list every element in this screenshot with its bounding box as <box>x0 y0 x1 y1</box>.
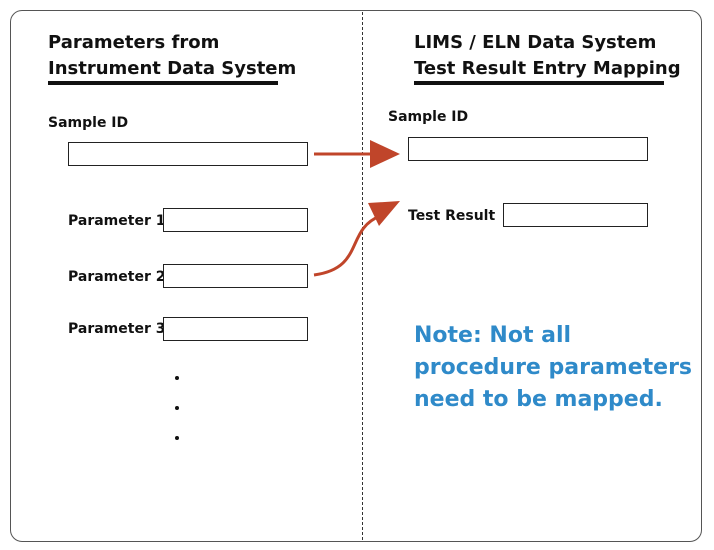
left-title-line2: Instrument Data System <box>48 58 297 79</box>
parameter-2-label: Parameter 2 <box>68 269 166 285</box>
right-title-line2: Test Result Entry Mapping <box>414 58 681 79</box>
parameter-1-label: Parameter 1 <box>68 213 166 229</box>
right-sample-id-field[interactable] <box>408 137 648 161</box>
sample-id-mapping-arrow <box>314 140 400 168</box>
right-panel-title: LIMS / ELN Data System Test Result Entry… <box>414 30 681 82</box>
right-title-line1: LIMS / ELN Data System <box>414 32 657 53</box>
left-sample-id-field[interactable] <box>68 142 308 166</box>
test-result-arrowhead <box>368 201 400 226</box>
continuation-dot <box>175 406 179 410</box>
diagram-frame <box>10 10 702 542</box>
right-sample-id-label: Sample ID <box>388 109 469 125</box>
left-title-underline <box>48 81 278 85</box>
parameter2-to-test-result-arrow <box>313 201 400 277</box>
continuation-dot <box>175 376 179 380</box>
test-result-label: Test Result <box>408 208 496 224</box>
test-result-field[interactable] <box>503 203 648 227</box>
left-panel-title: Parameters from Instrument Data System <box>48 30 296 82</box>
mapping-note: Note: Not all procedure parameters need … <box>414 323 693 412</box>
left-title-line1: Parameters from <box>48 32 220 53</box>
right-title-underline <box>414 81 664 85</box>
parameter-3-label: Parameter 3 <box>68 321 166 337</box>
parameter-3-field[interactable] <box>163 317 308 341</box>
parameter-1-field[interactable] <box>163 208 308 232</box>
left-sample-id-label: Sample ID <box>48 115 129 131</box>
test-result-arrow-curve <box>313 214 381 277</box>
parameter-2-field[interactable] <box>163 264 308 288</box>
sample-id-arrowhead <box>370 140 400 168</box>
panel-divider <box>362 12 363 540</box>
continuation-dot <box>175 436 179 440</box>
